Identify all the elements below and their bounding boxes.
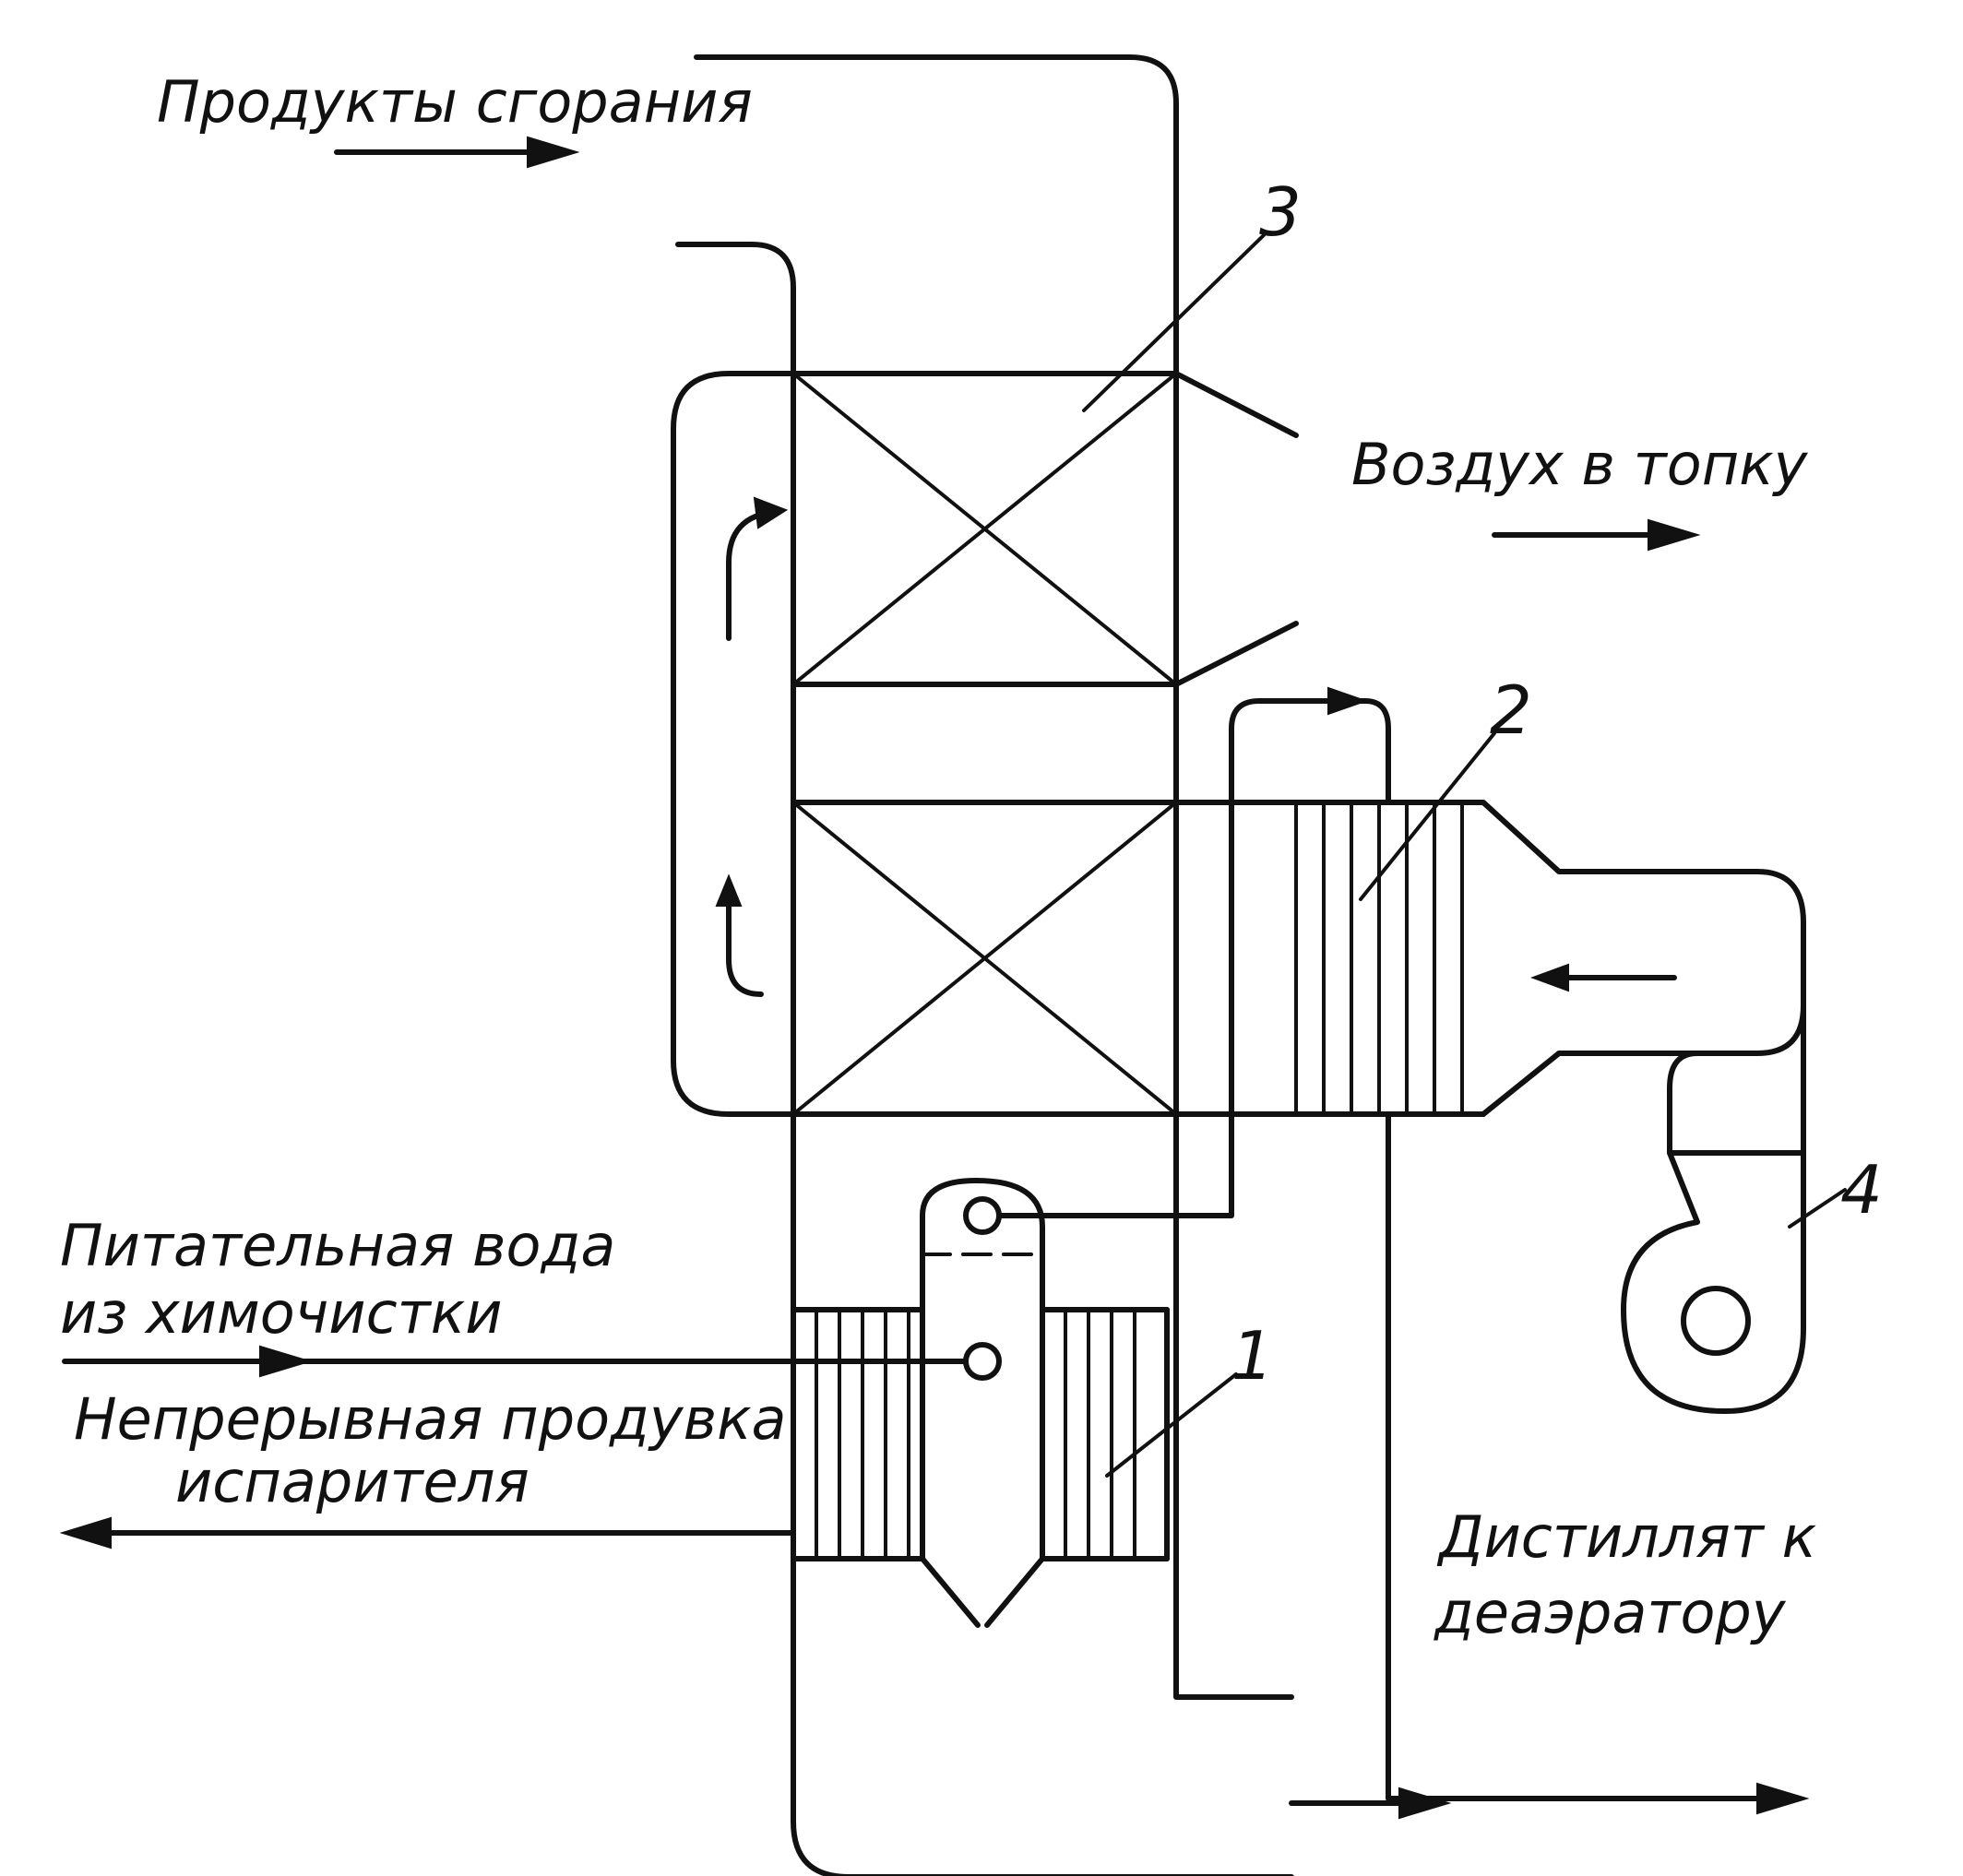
- condenser-air-arrowhead: [1530, 963, 1569, 992]
- callout-4-leader: [1788, 1188, 1847, 1229]
- label-feed-water-line1: Питательная вода: [60, 1212, 615, 1279]
- callout-2: 2: [1490, 671, 1532, 749]
- callout-1: 1: [1231, 1317, 1274, 1395]
- label-combustion-products: Продукты сгорания: [157, 68, 753, 136]
- label-feed-water-line2: из химочистки: [60, 1279, 503, 1347]
- air-to-furnace-arrowhead: [1648, 518, 1701, 552]
- recirc-arrowhead-upper: [753, 496, 789, 529]
- air-recirculation-loop: [671, 371, 796, 1117]
- recirc-arrow-upper: [726, 509, 778, 641]
- fan-4: [1621, 1003, 1806, 1414]
- recirc-arrowhead-lower: [715, 873, 743, 907]
- label-air-to-furnace: Воздух в топку: [1351, 431, 1809, 498]
- label-distillate-line1: Дистиллят к: [1436, 1503, 1817, 1571]
- feed-water-arrowhead: [259, 1345, 313, 1378]
- steam-arrowhead: [1327, 686, 1369, 716]
- flue-gas-duct-inner: [675, 242, 1294, 1876]
- air-outlet-line-upper: [1173, 371, 1299, 438]
- flue-gas-exit-arrowhead: [1398, 1787, 1452, 1820]
- distillate-arrowhead: [1756, 1782, 1810, 1815]
- flue-gas-duct-outer: [694, 54, 1294, 1700]
- callout-3-leader: [1082, 233, 1266, 412]
- callout-1-leader: [1105, 1372, 1238, 1478]
- heat-exchanger-block-lower: [791, 800, 1486, 1117]
- callout-2-leader: [1359, 731, 1496, 901]
- evaporator-heating-section-right: [1040, 1307, 1170, 1561]
- label-distillate-line2: деаэратору: [1434, 1579, 1787, 1646]
- steam-line: [996, 698, 1391, 1218]
- air-heater-3: [791, 371, 1179, 687]
- distillate-line: [1386, 1111, 1792, 1801]
- label-blowdown-line1: Непрерывная продувка: [74, 1385, 787, 1453]
- callout-4: 4: [1840, 1151, 1883, 1229]
- evaporator-1: [920, 1178, 1045, 1628]
- evaporator-heating-section-left: [791, 1307, 925, 1561]
- combustion-products-arrowhead: [527, 136, 580, 169]
- recirc-arrow-lower: [726, 890, 764, 997]
- label-blowdown-line2: испарителя: [175, 1448, 529, 1515]
- condenser-2: [1229, 800, 1806, 1117]
- callout-3: 3: [1259, 173, 1302, 251]
- air-outlet-line-lower: [1173, 621, 1299, 687]
- blowdown-arrowhead: [59, 1516, 112, 1549]
